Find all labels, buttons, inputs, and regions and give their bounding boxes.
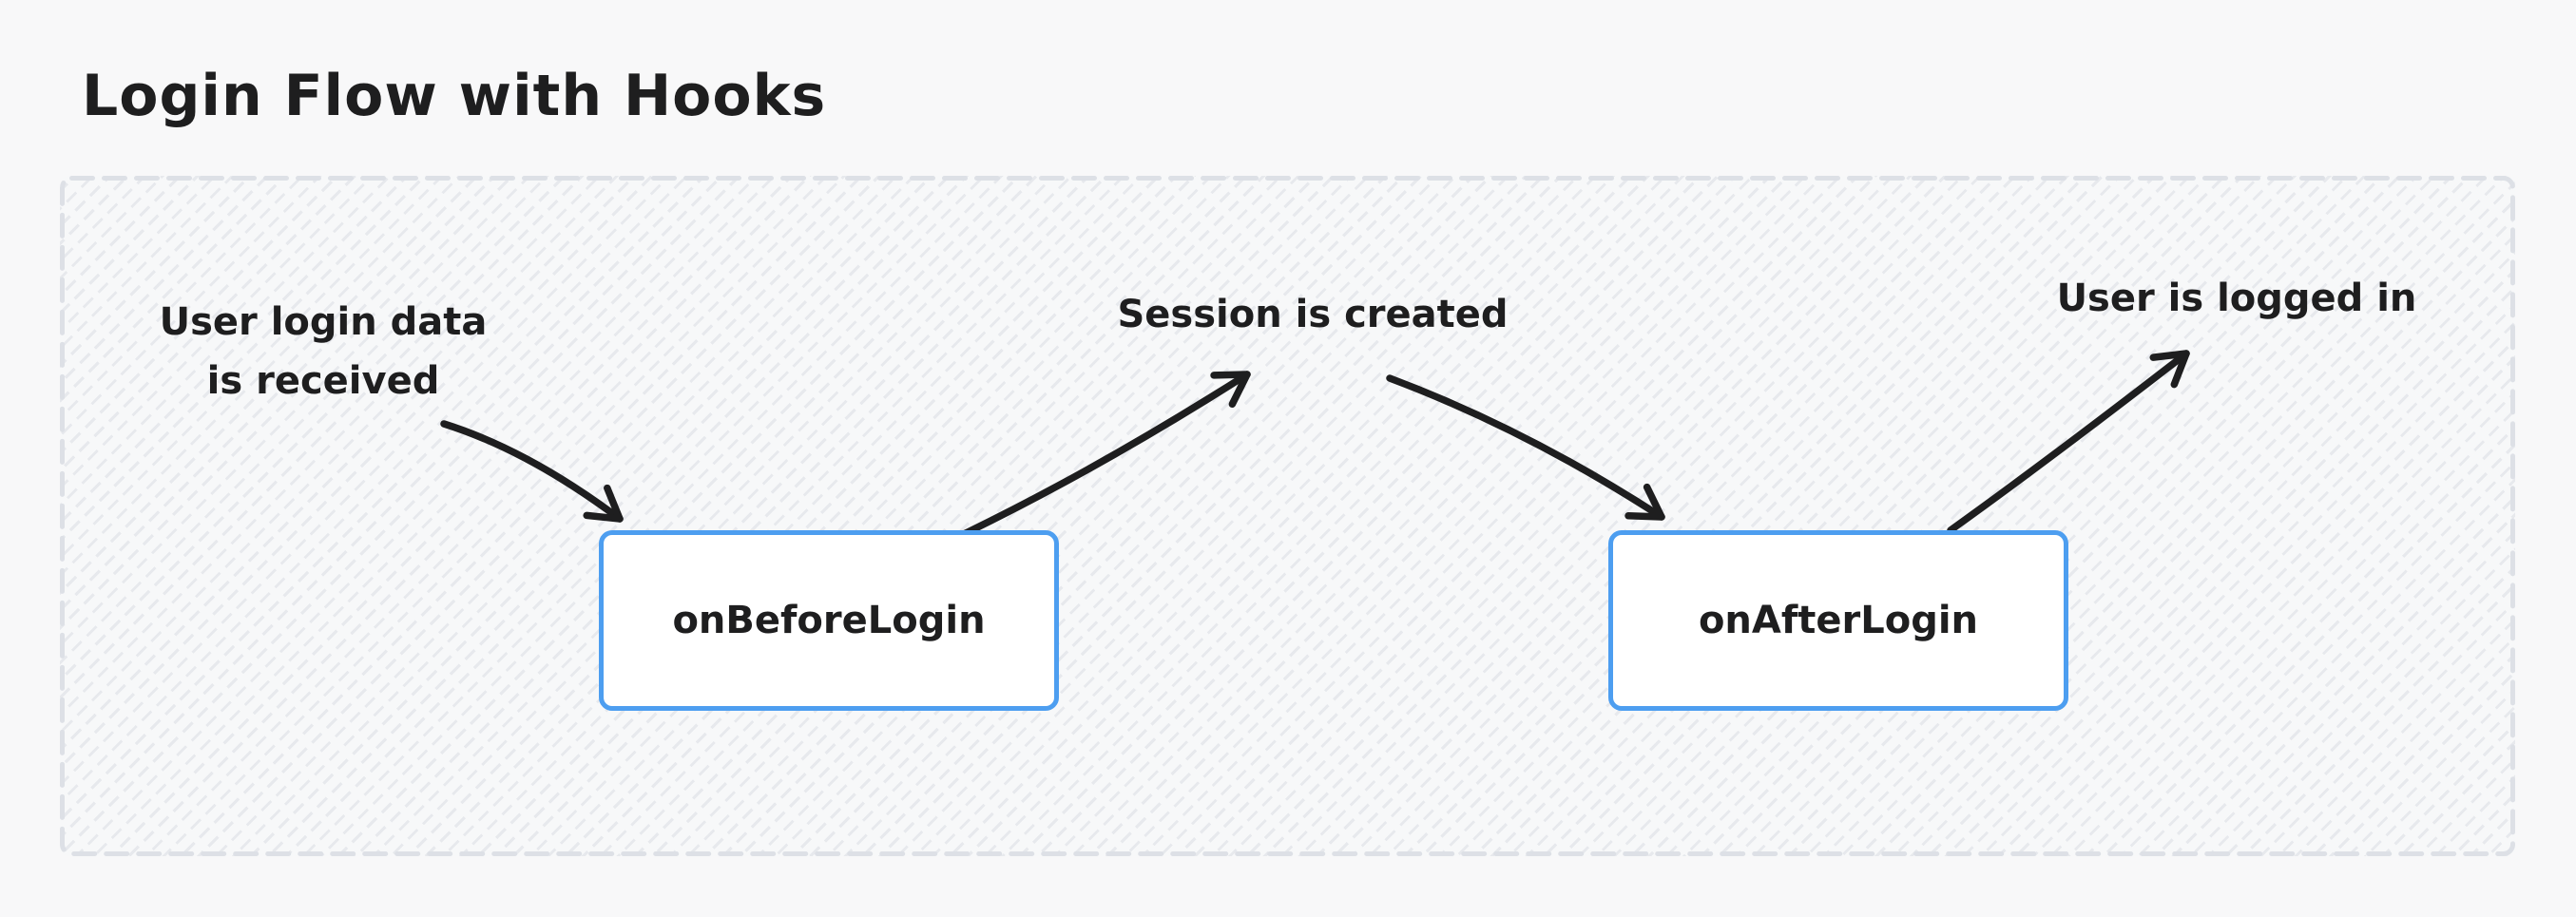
arrow-onbeforelogin-to-session-created — [960, 371, 1251, 538]
flow-frame — [60, 176, 2515, 856]
annotation-user-logged-in: User is logged in — [2056, 277, 2417, 320]
annotation-session-created: Session is created — [1117, 293, 1509, 336]
diagram-title: Login Flow with Hooks — [82, 63, 827, 129]
annotation-user-login-data: User login data is received — [105, 293, 542, 411]
annotation-line: is received — [206, 359, 440, 403]
node-label: onAfterLogin — [1698, 599, 1979, 642]
annotation-line: User login data — [159, 300, 488, 344]
frame-dashed-border — [60, 176, 2515, 856]
node-label: onBeforeLogin — [672, 599, 986, 642]
arrow-onafterlogin-to-user-logged-in — [1947, 350, 2190, 534]
arrow-session-created-to-onafterlogin — [1386, 374, 1665, 521]
node-onbeforelogin: onBeforeLogin — [599, 530, 1059, 711]
arrow-login-data-to-onbeforelogin — [440, 420, 624, 523]
node-onafterlogin: onAfterLogin — [1608, 530, 2068, 711]
